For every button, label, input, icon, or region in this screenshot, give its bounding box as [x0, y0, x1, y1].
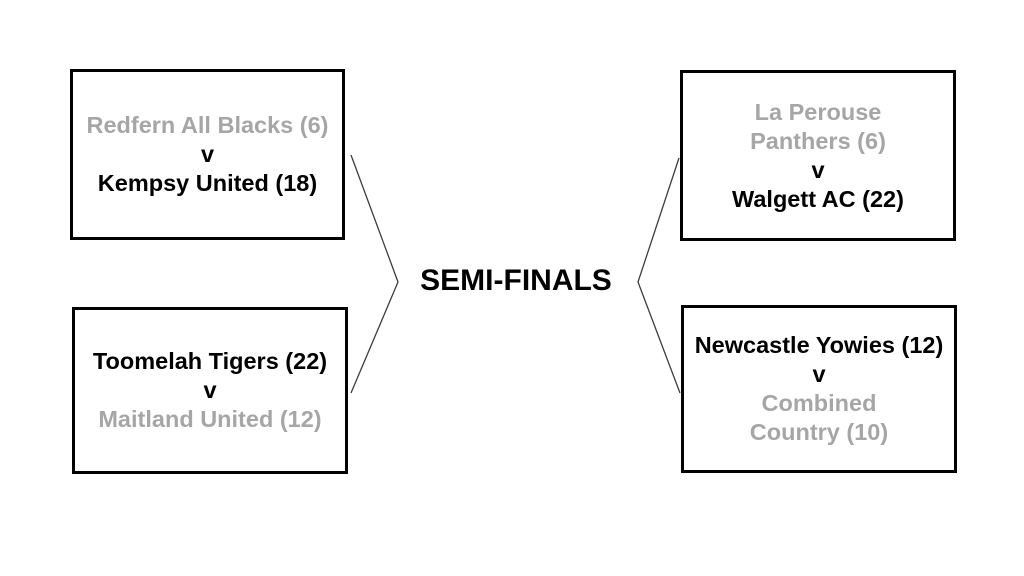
match-box-left-bottom: Toomelah Tigers (22) v Maitland United (… [72, 307, 348, 474]
team-name-loser: Maitland United (12) [98, 406, 322, 432]
match-box-right-bottom: Newcastle Yowies (12) v Combined Country… [681, 305, 957, 473]
team-name-winner: Toomelah Tigers (22) [92, 348, 328, 374]
match-box-right-top: La Perouse Panthers (6) v Walgett AC (22… [680, 70, 956, 241]
stage-title: SEMI-FINALS [420, 264, 612, 297]
versus-label: v [812, 361, 826, 387]
right-connector-line [637, 157, 681, 394]
team-name-loser-line-2: Panthers (6) [750, 127, 886, 154]
versus-label: v [200, 141, 215, 167]
team-name-winner: Walgett AC (22) [732, 185, 904, 212]
team-name-loser-line-2: Country (10) [749, 419, 889, 445]
versus-label: v [203, 377, 217, 403]
versus-label: v [811, 156, 825, 183]
team-name-loser-line-1: La Perouse [754, 98, 882, 125]
match-box-left-top: Redfern All Blacks (6) v Kempsy United (… [70, 69, 345, 240]
team-name-winner: Kempsy United (18) [97, 170, 318, 196]
team-name-loser: Redfern All Blacks (6) [86, 112, 329, 138]
left-connector-line [350, 154, 399, 394]
team-name-winner: Newcastle Yowies (12) [694, 332, 944, 358]
team-name-loser-line-1: Combined [761, 390, 877, 416]
